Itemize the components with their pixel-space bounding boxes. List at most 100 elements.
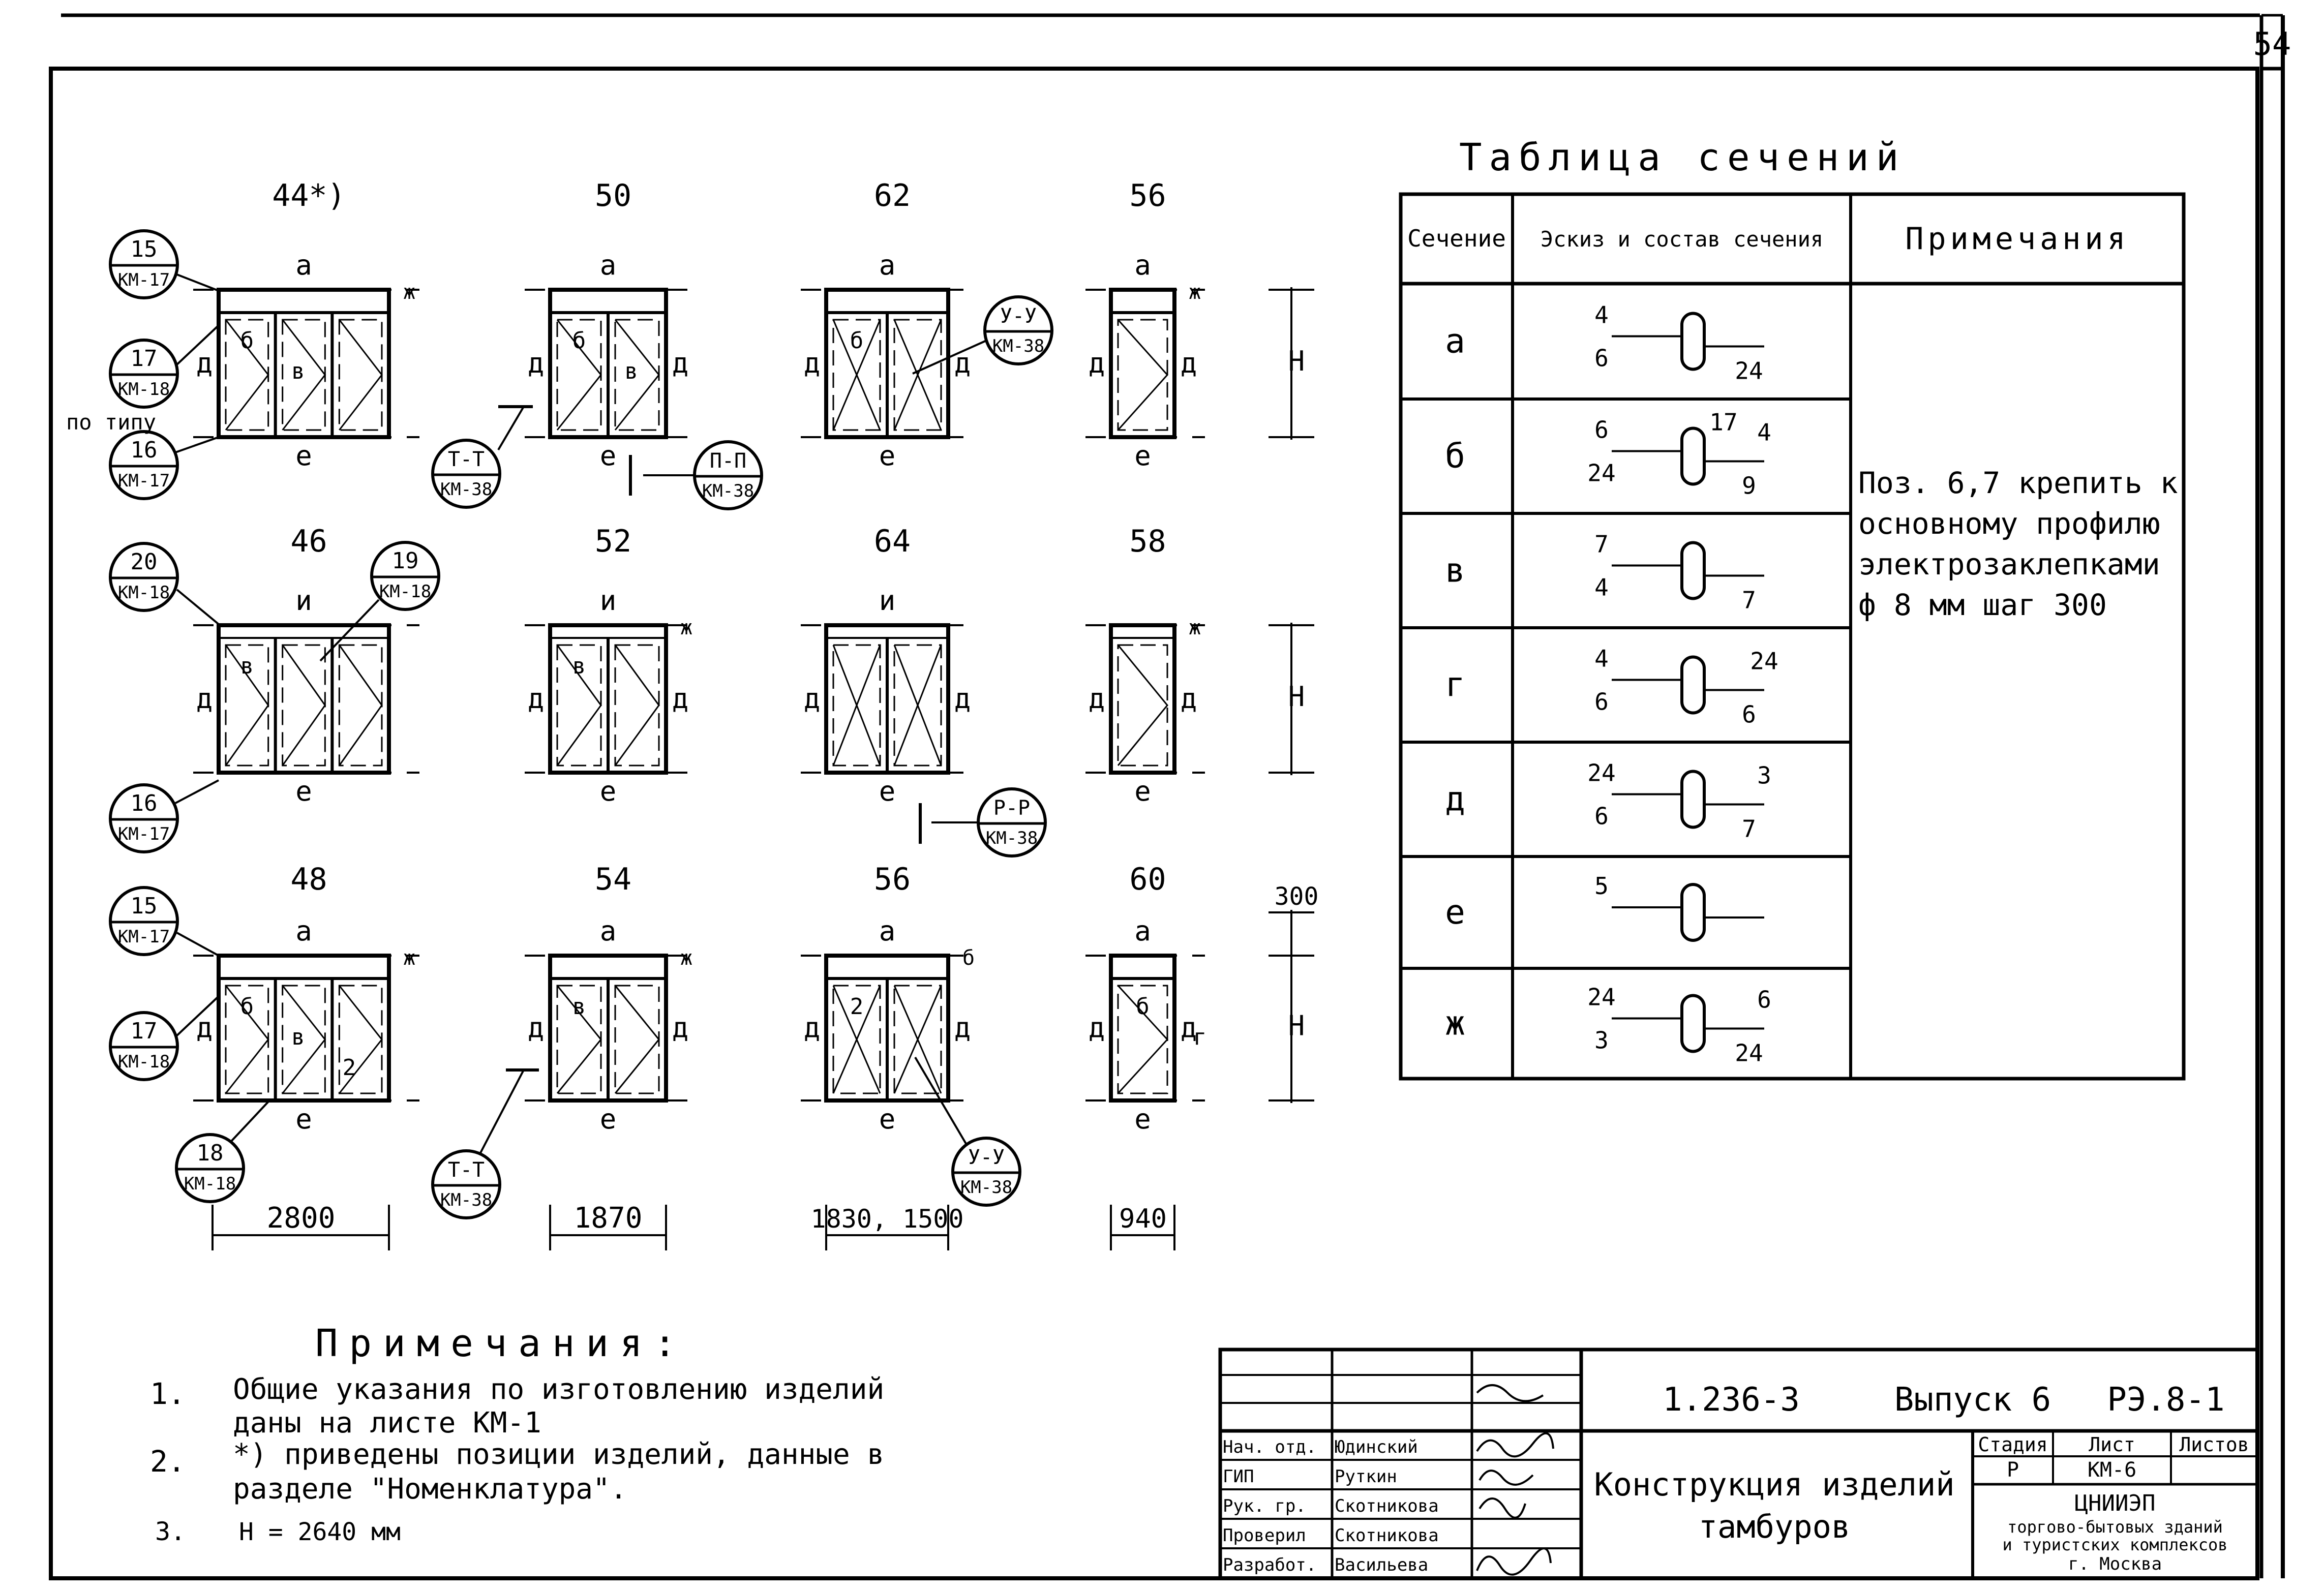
staff-role-5: Разработ. xyxy=(1223,1555,1316,1575)
table-note-line-4: ф 8 мм шаг 300 xyxy=(1858,588,2107,622)
bottom-label: е xyxy=(879,440,896,472)
part-number-0: 4 xyxy=(1594,645,1609,672)
bottom-label: е xyxy=(1134,440,1151,472)
right-label: б xyxy=(962,946,975,970)
side-label: д xyxy=(196,683,213,715)
top-label: а xyxy=(295,915,312,947)
elevation-mark: 48 xyxy=(290,862,327,897)
elevation-mark: 60 xyxy=(1129,862,1166,897)
callouts: 15 КМ-17 17 КМ-18 по типу 16 КМ-17 Т-Т К… xyxy=(66,229,1053,1219)
section-letter: в xyxy=(1445,551,1465,590)
part-number-0: 24 xyxy=(1587,759,1615,787)
elevation-mark: 50 xyxy=(595,178,631,213)
staff-role-4: Проверил xyxy=(1223,1525,1306,1546)
notes-title: Примечания: xyxy=(315,1322,687,1365)
note-2-line-1: *) приведены позиции изделий, данные в xyxy=(233,1438,884,1471)
staff-role-3: Рук. гр. xyxy=(1223,1496,1306,1516)
side-label-right: д xyxy=(672,347,689,379)
part-number-2: 24 xyxy=(1735,1039,1763,1067)
section-letter: е xyxy=(1445,893,1465,932)
side-label: д xyxy=(1089,1012,1105,1044)
bottom-label: е xyxy=(600,1103,617,1135)
side-label-right: д xyxy=(672,683,689,715)
staff-name-2: Руткин xyxy=(1335,1466,1397,1487)
side-label: д xyxy=(804,347,821,379)
top-label: а xyxy=(600,915,617,947)
width-dim-3: 1830, 1500 xyxy=(810,1204,963,1234)
svg-text:19: 19 xyxy=(392,548,419,574)
general-notes: Примечания: 1. Общие указания по изготов… xyxy=(150,1322,884,1546)
svg-text:15: 15 xyxy=(131,236,158,262)
callout-9: 16 КМ-17 xyxy=(109,779,219,853)
section-letter: а xyxy=(1445,322,1465,361)
svg-text:15: 15 xyxy=(131,893,158,919)
right-label: ж xyxy=(1189,281,1201,304)
svg-text:16: 16 xyxy=(131,790,158,816)
staff-role-1: Нач. отд. xyxy=(1223,1437,1316,1457)
part-number-1: 24 xyxy=(1587,460,1615,487)
elevation-mark: 62 xyxy=(874,178,911,213)
part-number-3: 6 xyxy=(1757,986,1771,1014)
callout-7: 20 КМ-18 xyxy=(109,542,220,625)
top-label: а xyxy=(1134,249,1151,281)
top-label: а xyxy=(1134,915,1151,947)
table-note-line-1: Поз. 6,7 крепить к xyxy=(1858,466,2178,500)
part-number-2: 6 xyxy=(1742,701,1756,728)
inner-label-0: б xyxy=(1136,994,1150,1020)
note-3-line-1: Н = 2640 мм xyxy=(239,1518,401,1546)
top-label: и xyxy=(879,585,896,617)
side-label-right: д xyxy=(954,1012,971,1044)
side-label: д xyxy=(1089,683,1105,715)
height-dimension-1: Н xyxy=(1269,623,1314,775)
side-label: д xyxy=(1089,347,1105,379)
doc-title-line-2: тамбуров xyxy=(1699,1508,1851,1545)
svg-text:КМ-38: КМ-38 xyxy=(440,1190,492,1210)
side-label: д xyxy=(196,1012,213,1044)
part-number-1: 6 xyxy=(1594,803,1609,830)
part-number-1: 6 xyxy=(1594,345,1609,372)
svg-text:П-П: П-П xyxy=(710,449,746,473)
callout-1: 15 КМ-17 xyxy=(109,229,219,299)
svg-text:КМ-38: КМ-38 xyxy=(440,479,492,500)
bottom-label: е xyxy=(1134,775,1151,807)
note-1-line-2: даны на листе КМ-1 xyxy=(233,1406,541,1440)
stage-header: Стадия xyxy=(1978,1433,2047,1456)
width-dim-2: 1870 xyxy=(574,1202,643,1235)
part-number-0: 7 xyxy=(1594,531,1609,558)
sections-table: Таблица сечений Сечение Эскиз и состав с… xyxy=(1399,136,2186,1081)
height-dim-label: Н xyxy=(1288,1010,1305,1042)
svg-text:КМ-18: КМ-18 xyxy=(118,379,170,400)
note-2-line-2: разделе "Номенклатура". xyxy=(233,1473,627,1506)
org-line-2: торгово-бытовых зданий xyxy=(2007,1517,2223,1537)
part-number-2: 24 xyxy=(1735,357,1763,385)
section-letter: д xyxy=(1445,780,1465,819)
callout-12: 17 КМ-18 xyxy=(109,995,220,1081)
part-number-2: 7 xyxy=(1742,587,1756,614)
svg-text:16: 16 xyxy=(131,437,158,463)
doc-sheet-code: РЭ.8-1 xyxy=(2107,1381,2224,1419)
callout-6: У-У КМ-38 xyxy=(912,295,1053,375)
right-label: ж xyxy=(680,946,692,970)
org-line-3: и туристских комплексов xyxy=(2002,1535,2227,1554)
callout-11: 15 КМ-17 xyxy=(109,886,219,957)
table-row: е5 xyxy=(1401,872,1851,970)
top-label: и xyxy=(295,585,312,617)
sheet-frame xyxy=(49,13,2285,1580)
bottom-label: е xyxy=(295,775,312,807)
side-label-right: д xyxy=(954,683,971,715)
svg-text:КМ-38: КМ-38 xyxy=(992,336,1044,356)
inner-label-1: в xyxy=(624,358,638,384)
inner-label-2: 2 xyxy=(343,1055,356,1081)
elevation-mark: 56 xyxy=(1129,178,1166,213)
note-1-line-1: Общие указания по изготовлению изделий xyxy=(233,1373,884,1406)
org-line-4: г. Москва xyxy=(2068,1554,2162,1574)
